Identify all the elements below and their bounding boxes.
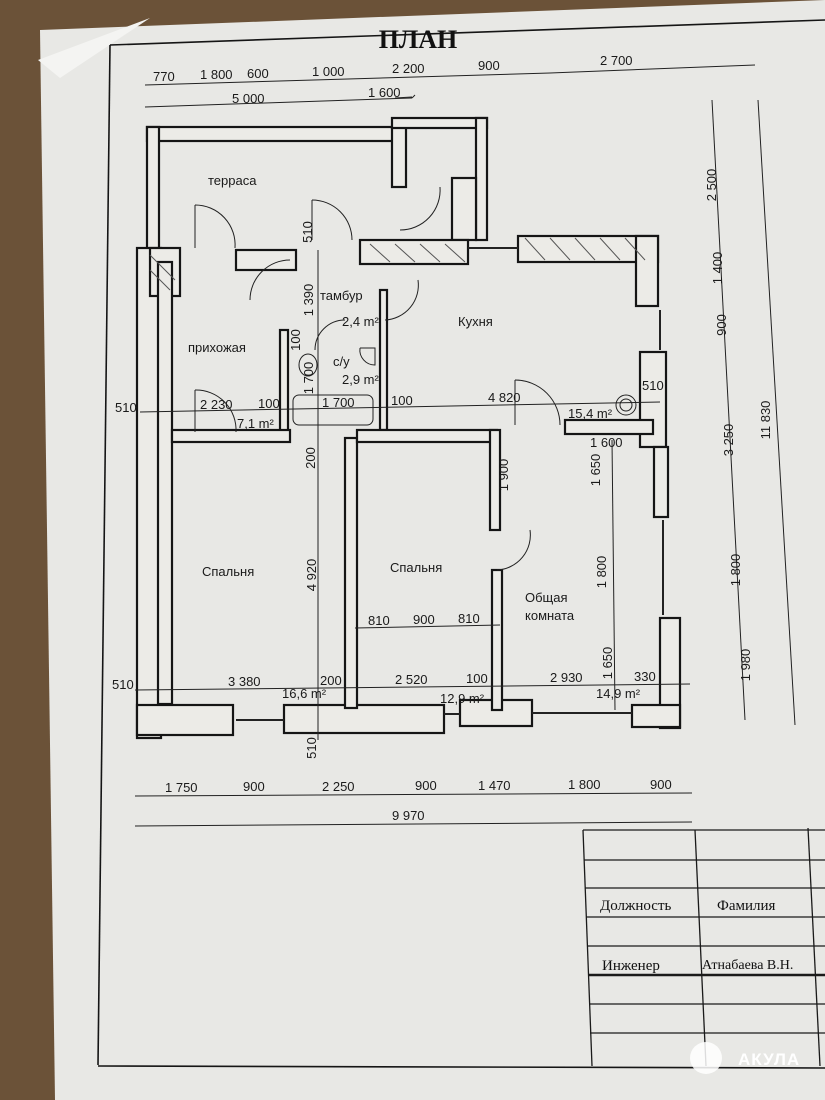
- room-label-vestibule: тамбур: [320, 288, 363, 303]
- top-dim: 2 700: [600, 53, 633, 68]
- room-area-bedroom-1: 16,6 m²: [282, 686, 327, 701]
- dimension-line-vertical-2: [611, 439, 616, 711]
- dimension-line-lower: [134, 683, 691, 691]
- inner-dim: 510: [304, 737, 319, 759]
- inner-dim: 200: [303, 447, 318, 469]
- inner-dim: 100: [391, 393, 413, 408]
- bottom-dim: 900: [650, 777, 672, 792]
- bottom-dim: 900: [243, 779, 265, 794]
- room-label-living-2: комната: [525, 608, 575, 623]
- inner-dim: 900: [413, 612, 435, 627]
- inner-dim: 1 700: [301, 362, 316, 395]
- inner-dim: 510: [300, 221, 315, 243]
- top-dimension-lines: [144, 64, 756, 108]
- inner-dim: 100: [466, 671, 488, 686]
- inner-dim: 1 650: [588, 454, 603, 487]
- walls: [135, 116, 682, 740]
- right-dim: 2 500: [704, 169, 719, 202]
- top-dim: 1 600: [368, 85, 401, 100]
- inner-dim: 1 900: [496, 459, 511, 492]
- top-dim: 900: [478, 58, 500, 73]
- dimension-line-doors: [354, 624, 501, 629]
- room-label-living-1: Общая: [525, 590, 568, 605]
- right-dim: 1 400: [710, 252, 725, 285]
- inner-dim: 510: [112, 677, 134, 692]
- bottom-total-dimension-line: [134, 821, 693, 827]
- room-label-bathroom: с/у: [333, 354, 350, 369]
- top-dim: 1 800: [200, 67, 233, 82]
- bottom-dim: 900: [415, 778, 437, 793]
- right-dim: 900: [714, 314, 729, 336]
- right-dim: 1 800: [728, 554, 743, 587]
- inner-dim: 2 930: [550, 670, 583, 685]
- room-area-bathroom: 2,9 m²: [342, 372, 380, 387]
- room-label-bedroom-1: Спальня: [202, 564, 254, 579]
- bottom-dim: 2 250: [322, 779, 355, 794]
- inner-dim: 200: [320, 673, 342, 688]
- title-block-surname-header: Фамилия: [717, 898, 776, 914]
- watermark-text: АКУЛА: [738, 1050, 800, 1069]
- inner-dim: 810: [458, 611, 480, 626]
- title-block-surname-value: Атнабаева В.Н.: [702, 958, 793, 973]
- room-label-terrace: терраса: [208, 173, 257, 188]
- door-swings: [194, 186, 561, 571]
- bottom-dimension-line: [134, 792, 693, 797]
- inner-dim: 510: [115, 400, 137, 415]
- inner-dim: 2 230: [200, 397, 233, 412]
- right-dim-total: 11 830: [758, 401, 773, 440]
- top-dim: 2 200: [392, 61, 425, 76]
- inner-dim: 1 700: [322, 395, 355, 410]
- frame-top-line: [109, 19, 825, 46]
- inner-dim: 1 390: [301, 284, 316, 317]
- inner-dim: 100: [258, 396, 280, 411]
- room-label-hall: прихожая: [188, 340, 246, 355]
- bottom-dim: 1 750: [165, 780, 198, 795]
- inner-dim: 100: [288, 329, 303, 351]
- room-area-bedroom-2: 12,9 m²: [440, 691, 485, 706]
- top-dim: 5 000: [232, 91, 265, 106]
- inner-dim: 1 800: [594, 556, 609, 589]
- right-dimension-lines: [711, 99, 796, 726]
- wall-hatching: [149, 237, 646, 291]
- inner-dim: 4 920: [304, 559, 319, 592]
- right-dim: 3 250: [721, 424, 736, 457]
- inner-dim: 510: [642, 378, 664, 393]
- inner-dim: 2 520: [395, 672, 428, 687]
- title-block-position-value: Инженер: [602, 958, 660, 974]
- bottom-dim: 1 800: [568, 777, 601, 792]
- folded-paper-corner: [38, 18, 150, 78]
- title-block-table: [582, 827, 825, 1067]
- room-label-kitchen: Кухня: [458, 314, 493, 329]
- plumbing-fixtures: [292, 347, 637, 426]
- frame-left-line: [97, 44, 111, 1066]
- bottom-dim-total: 9 970: [392, 808, 425, 823]
- room-area-living: 14,9 m²: [596, 686, 641, 701]
- inner-dim: 1 600: [590, 435, 623, 450]
- right-dim: 1 980: [738, 649, 753, 682]
- inner-dim: 3 380: [228, 674, 261, 689]
- room-area-kitchen: 15,4 m²: [568, 406, 613, 421]
- windows: [236, 247, 664, 721]
- inner-dim: 1 650: [600, 647, 615, 680]
- room-area-hall: 7,1 m²: [237, 416, 275, 431]
- inner-dim: 4 820: [488, 390, 521, 405]
- dimension-line-middle: [139, 401, 661, 413]
- bottom-dim: 1 470: [478, 778, 511, 793]
- inner-dim: 810: [368, 613, 390, 628]
- top-dim: 600: [247, 66, 269, 81]
- title-block-position-header: Должность: [600, 898, 671, 914]
- plan-title: ПЛАН: [379, 25, 458, 54]
- top-dim: 1 000: [312, 64, 345, 79]
- room-area-vestibule: 2,4 m²: [342, 314, 380, 329]
- watermark-logo-icon: [690, 1042, 722, 1074]
- room-label-bedroom-2: Спальня: [390, 560, 442, 575]
- top-dim: 770: [153, 69, 175, 84]
- inner-dim: 330: [634, 669, 656, 684]
